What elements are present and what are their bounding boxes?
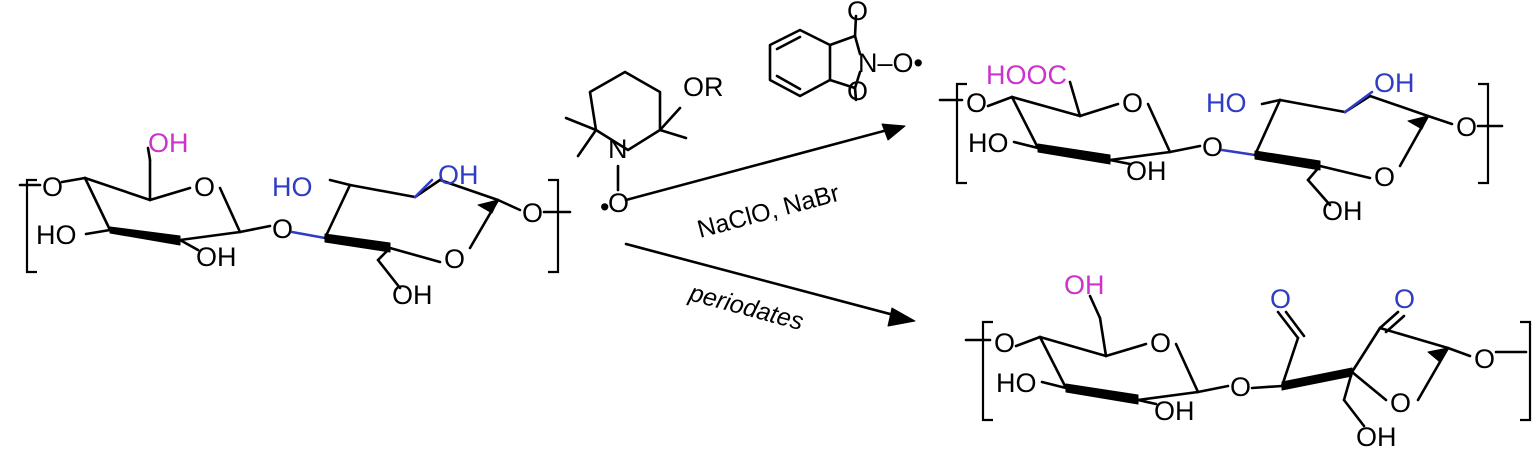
bracket-left-p1 [955,82,967,185]
hydroxyl-c2-ring2-start: OH [438,160,479,190]
glycosidic-o-p1: O [1202,132,1223,162]
arrow-top [624,123,906,202]
hydroxyl-c3-p1: HO [968,128,1009,158]
tempo-n: N [608,134,628,164]
carboxyl-group: HOOC [986,60,1067,90]
hydroxyl-c3-p2: HO [996,368,1037,398]
nhpi-o-top: O [847,0,868,26]
primary-hydroxyl-p2: OH [1064,270,1105,300]
atom-o-ring-1-p1: O [1122,88,1143,118]
hydroxyl-c2-start: OH [196,242,237,272]
atom-o-terminal-left: O [42,172,63,202]
nhpi-o-bottom: O [847,76,868,106]
atom-o-ring-2: O [444,244,465,274]
atom-o-terminal-right-p1: O [1456,112,1477,142]
condition-top: NaClO, NaBr [694,179,842,244]
hydroxyl-c6-ring2-p1: OH [1322,196,1363,226]
hydroxyl-c2-p2: OH [1154,396,1195,426]
hydroxyl-c6-ring2-p2: OH [1356,422,1397,452]
hydroxyl-c6-ring2-start: OH [392,280,433,310]
atom-o-ring-2-p2: O [1390,388,1411,418]
tempo-reagent: N O • [564,70,688,222]
tempo-o: O [608,188,629,218]
atom-o-ring-1: O [194,172,215,202]
atom-o-ring-1-p2: O [1150,328,1171,358]
glycosidic-o-start: O [272,214,293,244]
glycosidic-o-p2: O [1230,372,1251,402]
bracket-left-p2 [981,320,993,422]
nhpi-reagent: O O N–O• [768,0,923,106]
bracket-right-p2 [1520,320,1532,422]
hydroxyl-c3-ring2-p1: HO [1206,88,1247,118]
product-dialdehyde: O O OH HO OH O O O O OH O [964,270,1532,452]
hydroxyl-c3-start: HO [36,220,77,250]
hydroxyl-c2-p1: OH [1126,156,1167,186]
aldehyde-o-1: O [1270,284,1291,314]
or-separator: OR [683,72,724,102]
bracket-right [548,178,560,274]
aldehyde-o-2: O [1394,284,1415,314]
hydroxyl-c3-ring2-start: HO [272,172,313,202]
atom-o-terminal-right: O [522,198,543,228]
nhpi-n-oxyl: N–O• [858,48,923,78]
cellulose-start: O O OH HO OH O O HO OH [18,128,572,310]
bracket-right-p1 [1478,82,1490,185]
product-carboxylated: O O HOOC HO OH O O HO OH OH O [938,60,1504,226]
bracket-left [25,178,37,274]
atom-o-terminal-left-p1: O [966,88,987,118]
atom-o-terminal-left-p2: O [994,328,1015,358]
hydroxyl-c2-ring2-p1: OH [1374,68,1415,98]
atom-o-ring-2-p1: O [1374,162,1395,192]
primary-hydroxyl-start: OH [148,128,189,158]
tempo-radical: • [600,192,609,222]
arrow-bottom [624,242,916,327]
atom-o-terminal-right-p2: O [1474,344,1495,374]
